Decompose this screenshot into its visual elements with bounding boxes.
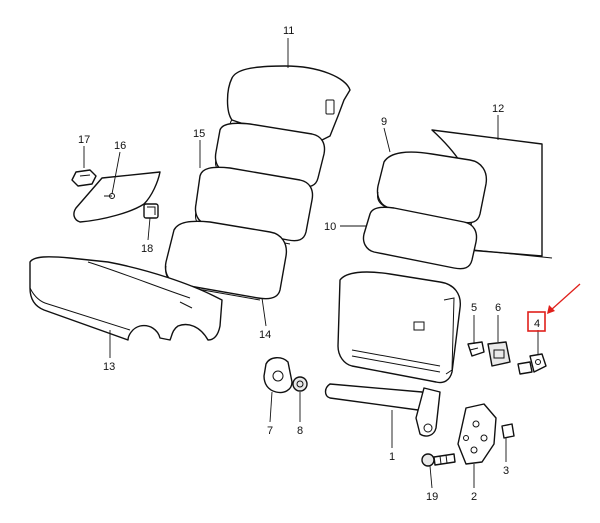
part-13-lower-shell xyxy=(29,256,223,341)
part-17-clip xyxy=(71,169,97,187)
part-18-clip xyxy=(143,203,159,219)
part-6-latch xyxy=(487,341,511,367)
highlight-arrowhead-icon xyxy=(547,305,555,314)
part-10-headrest-pad xyxy=(362,206,478,270)
callout-19: 19 xyxy=(426,491,438,503)
callout-7: 7 xyxy=(267,425,273,437)
callout-labels: 11 12 9 15 17 16 10 18 13 14 5 6 4 7 8 1… xyxy=(78,25,540,503)
part-4-pin xyxy=(517,353,547,375)
callout-6: 6 xyxy=(495,302,501,314)
callout-14: 14 xyxy=(259,329,271,341)
callout-1: 1 xyxy=(389,451,395,463)
part-3-clip xyxy=(501,423,515,439)
part-8-nut xyxy=(292,376,308,392)
callout-18: 18 xyxy=(141,243,153,255)
callout-4: 4 xyxy=(534,318,540,330)
part-19-bolt xyxy=(421,453,456,467)
highlight-annotation xyxy=(527,283,581,332)
callout-13: 13 xyxy=(103,361,115,373)
highlight-box xyxy=(527,311,546,332)
part-2-hinge-plate xyxy=(457,403,497,465)
callout-15: 15 xyxy=(193,128,205,140)
callout-3: 3 xyxy=(503,465,509,477)
part-11-upper-cushion xyxy=(226,65,351,141)
callout-16: 16 xyxy=(114,140,126,152)
callout-12: 12 xyxy=(492,103,504,115)
callout-17: 17 xyxy=(78,134,90,146)
callout-5: 5 xyxy=(471,302,477,314)
part-1-seat-frame xyxy=(324,271,461,437)
part-7-grommet xyxy=(263,357,293,394)
part-5-bracket xyxy=(467,341,485,357)
highlight-arrow xyxy=(550,283,581,311)
callout-2: 2 xyxy=(471,491,477,503)
part-15-middle-cushions xyxy=(194,122,326,245)
callout-9: 9 xyxy=(381,116,387,128)
callout-11: 11 xyxy=(283,25,294,37)
callout-10: 10 xyxy=(324,221,336,233)
callout-8: 8 xyxy=(297,425,303,437)
leader-lines xyxy=(83,38,539,489)
